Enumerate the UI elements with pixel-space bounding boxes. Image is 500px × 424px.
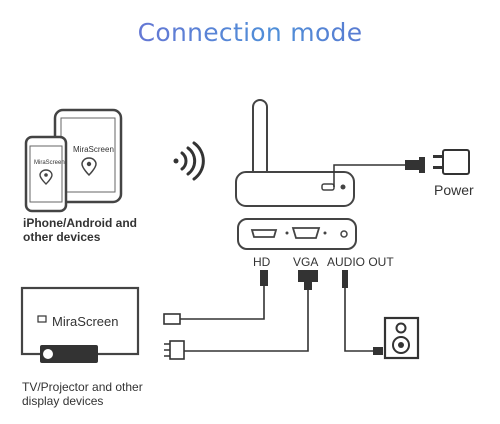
mobile-label-line1: iPhone/Android and — [23, 216, 137, 230]
vga-cable — [164, 270, 318, 360]
display-label-line2: display devices — [22, 394, 104, 408]
tv-brand: MiraScreen — [52, 314, 118, 329]
vga-port-label: VGA — [293, 255, 319, 269]
audio-port-icon — [340, 230, 348, 238]
hdmi-cable — [163, 270, 268, 325]
projector-icon — [40, 345, 98, 363]
audio-cable — [342, 270, 383, 355]
mobile-device-label: iPhone/Android and other devices — [23, 216, 137, 244]
phone-icon: MiraScreen — [24, 135, 68, 213]
power-plug-icon — [333, 149, 470, 187]
mobile-label-line2: other devices — [23, 230, 101, 244]
hdmi-port-icon — [250, 229, 278, 238]
port-panel — [237, 218, 357, 250]
speaker-icon — [383, 316, 420, 360]
tv-screen-icon: MiraScreen — [20, 286, 140, 356]
audio-out-label: AUDIO OUT — [327, 255, 394, 269]
hd-port-label: HD — [253, 255, 271, 269]
tablet-icon: MiraScreen — [53, 108, 123, 204]
phone-brand: MiraScreen — [34, 160, 65, 166]
wireless-signal-icon — [173, 141, 205, 181]
vga-port-icon — [291, 227, 321, 239]
power-label: Power — [434, 182, 474, 198]
display-device-label: TV/Projector and other display devices — [22, 380, 143, 408]
receiver-body — [235, 171, 355, 207]
tablet-brand: MiraScreen — [73, 145, 114, 154]
diagram-title: Connection mode — [0, 18, 500, 47]
display-label-line1: TV/Projector and other — [22, 380, 143, 394]
